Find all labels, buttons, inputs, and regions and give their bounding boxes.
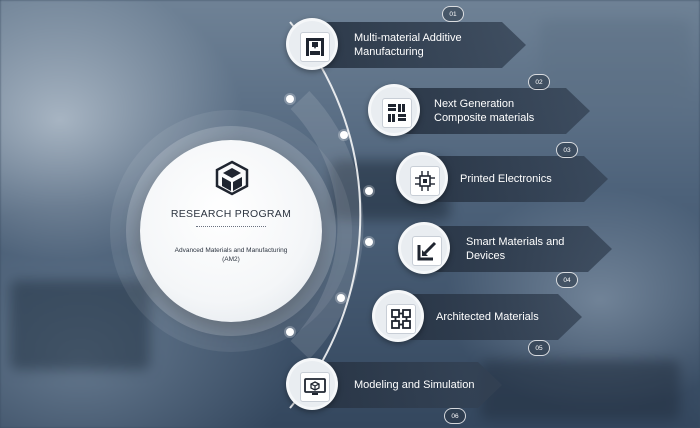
item-label-line1: Smart Materials and bbox=[466, 236, 565, 248]
item-label-line1: Printed Electronics bbox=[460, 173, 552, 185]
cube-logo-icon bbox=[215, 160, 249, 196]
arc-node bbox=[365, 238, 373, 246]
lattice-grid-icon bbox=[391, 309, 411, 329]
item-banner bbox=[394, 88, 590, 134]
arc-node bbox=[286, 95, 294, 103]
program-item-1[interactable]: Multi-material Additive Manufacturing 01 bbox=[286, 6, 526, 72]
item-banner bbox=[312, 362, 502, 408]
item-number-badge: 03 bbox=[556, 142, 578, 158]
item-label-line1: Architected Materials bbox=[436, 311, 539, 323]
item-banner bbox=[422, 156, 608, 202]
item-icon-circle bbox=[368, 84, 420, 136]
item-number-badge: 06 bbox=[444, 408, 466, 424]
center-subtitle: Advanced Materials and Manufacturing (AM… bbox=[160, 246, 302, 264]
item-label-line1: Next Generation bbox=[434, 98, 515, 110]
item-icon-circle bbox=[286, 358, 338, 410]
program-item-4[interactable]: Smart Materials and Devices 04 bbox=[398, 222, 612, 288]
item-label-line1: Modeling and Simulation bbox=[354, 379, 475, 391]
program-item-3[interactable]: Printed Electronics 03 bbox=[396, 142, 608, 206]
item-label-line2: Composite materials bbox=[434, 112, 535, 124]
program-item-2[interactable]: Next Generation Composite materials 02 bbox=[368, 74, 590, 138]
arc-node bbox=[365, 187, 373, 195]
item-label-line1: Multi-material Additive bbox=[354, 32, 462, 44]
item-icon-circle bbox=[396, 152, 448, 204]
item-banner bbox=[424, 226, 612, 272]
item-banner bbox=[312, 22, 526, 68]
research-program-circle: RESEARCH PROGRAM Advanced Materials and … bbox=[140, 140, 322, 322]
program-item-5[interactable]: Architected Materials 05 bbox=[372, 290, 582, 356]
arc-node bbox=[337, 294, 345, 302]
item-label: Next Generation Composite materials bbox=[434, 88, 534, 134]
item-label-line2: Devices bbox=[466, 250, 506, 262]
arc-node bbox=[286, 328, 294, 336]
item-icon-circle bbox=[286, 18, 338, 70]
item-number-badge: 04 bbox=[556, 272, 578, 288]
center-title: RESEARCH PROGRAM bbox=[170, 208, 292, 220]
center-subtitle-line1: Advanced Materials and Manufacturing bbox=[174, 247, 288, 254]
arc-node bbox=[340, 131, 348, 139]
item-number-badge: 01 bbox=[442, 6, 464, 22]
item-label: Smart Materials and Devices bbox=[466, 226, 564, 272]
item-label: Modeling and Simulation bbox=[354, 362, 474, 408]
item-number-badge: 05 bbox=[528, 340, 550, 356]
item-label-line2: Manufacturing bbox=[354, 46, 424, 58]
item-icon-circle bbox=[372, 290, 424, 342]
item-label: Architected Materials bbox=[436, 294, 539, 340]
item-label: Multi-material Additive Manufacturing bbox=[354, 22, 462, 68]
arrow-check-icon bbox=[417, 241, 437, 261]
item-number-badge: 02 bbox=[528, 74, 550, 90]
center-divider bbox=[196, 226, 266, 227]
item-banner bbox=[398, 294, 582, 340]
circuit-chip-icon bbox=[415, 171, 435, 191]
item-icon-circle bbox=[398, 222, 450, 274]
program-item-6[interactable]: Modeling and Simulation 06 bbox=[286, 358, 502, 424]
composite-weave-icon bbox=[388, 104, 406, 122]
monitor-cube-icon bbox=[304, 378, 326, 395]
item-label: Printed Electronics bbox=[460, 156, 552, 202]
center-subtitle-line2: (AM2) bbox=[222, 256, 240, 263]
3d-printer-icon bbox=[306, 38, 324, 56]
